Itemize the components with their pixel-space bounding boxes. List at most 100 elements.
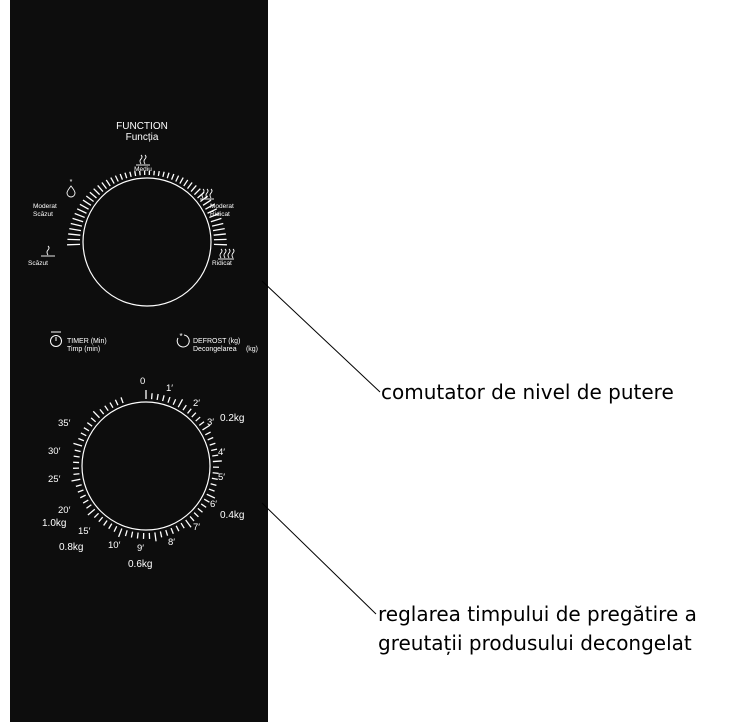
scale-tick [82,499,89,504]
scale-tick [85,195,94,203]
scale-tick [204,431,211,436]
panel-background [10,0,268,722]
minute-label: 0 [140,376,145,387]
defrost-icon: * [176,332,190,348]
timer-label-ro: Timp (min) [67,346,100,353]
scale-tick [207,208,218,214]
power-knob-scale [67,170,227,246]
scale-tick [136,532,139,539]
power-level-labels: Mediu Moderat Ridicat Ridicat Scăzut Mod… [28,166,234,267]
scale-tick [74,212,85,219]
scale-tick [210,483,217,486]
weight-label: 1.0kg [42,518,66,529]
scale-tick [105,179,111,187]
scale-tick [104,405,109,412]
timer-icon [50,331,62,347]
scale-tick [79,494,86,499]
defrost-label-ro: Decongelarea [193,346,237,353]
scale-tick [93,512,100,519]
scale-tick [186,182,193,190]
scale-tick [206,493,216,499]
scale-tick [211,448,218,452]
minute-label: 2′ [193,398,200,409]
heat-high-icon [218,248,235,260]
scale-tick [202,199,212,206]
defrost-label: DEFROST (kg) [193,338,240,345]
defrost-weight-labels: 0.2kg 0.4kg 0.6kg 0.8kg 1.0kg [42,413,244,570]
scale-tick [202,424,211,431]
heat-low-icon [41,245,55,257]
timer-knob-callout-line1: reglarea timpului de pregătire a [378,602,697,626]
minute-label: 25′ [48,474,61,485]
function-subtitle: Funcția [126,132,159,143]
svg-text:*: * [70,179,73,186]
scale-tick [108,523,113,530]
scale-tick [162,171,165,178]
minute-label: 3′ [207,417,214,428]
scale-tick [172,399,177,406]
scale-tick [86,504,92,509]
timer-label: TIMER (Min) [67,338,107,345]
scale-tick [191,412,197,418]
scale-tick [154,532,157,542]
scale-tick [71,478,81,482]
scale-tick [99,408,105,415]
power-switch-leader-line [261,280,381,393]
scale-tick [193,512,199,518]
scale-tick [212,460,222,463]
scale-tick [203,498,210,503]
power-level-low-label: Scăzut [28,260,48,267]
scale-tick [205,203,215,210]
scale-tick [113,525,118,532]
scale-tick [80,432,87,437]
minute-label: 20′ [58,505,71,516]
scale-tick [209,442,216,446]
scale-tick [182,404,187,411]
timer-knob-ring[interactable] [81,401,211,531]
power-level-medium-label: Mediu [134,166,152,173]
scale-tick [197,507,203,513]
scale-tick [159,531,163,538]
scale-tick [170,527,174,534]
power-switch-callout: comutator de nivel de putere [381,380,674,404]
scale-tick [74,449,81,453]
weight-label: 0.4kg [220,510,244,521]
minute-label: 10′ [108,540,121,551]
scale-tick [119,173,124,180]
power-knob-ring[interactable] [82,177,212,307]
scale-tick [120,397,124,404]
scale-tick [211,222,224,227]
scale-tick [210,217,222,223]
power-level-medium-low-label: Moderat [33,203,57,210]
defrost-label-kg: (kg) [246,346,258,353]
timer-knob-callout-line2: greutații produsului decongelat [378,631,692,655]
minute-label: 5′ [218,472,225,483]
scale-tick [89,191,97,199]
timer-knob-leader-line [261,502,377,615]
scale-tick [212,454,219,457]
scale-tick [189,516,195,522]
power-level-medium-high-label2: Ridicat [210,211,230,218]
timer-knob[interactable] [71,390,222,542]
scale-tick [213,233,226,236]
power-knob[interactable] [67,170,227,307]
minute-label: 30′ [48,446,61,457]
weight-label: 0.2kg [220,413,244,424]
defrost-drop-icon: * [66,179,76,198]
scale-tick [93,188,101,196]
minute-label: 1′ [166,383,173,394]
scale-tick [175,175,180,182]
minute-label: 15′ [78,526,91,537]
scale-tick [77,489,84,493]
power-level-medium-low-label2: Scăzut [33,211,53,218]
weight-label: 0.6kg [128,559,152,570]
minute-label: 35′ [58,418,71,429]
scale-tick [130,531,134,538]
scale-tick [156,393,159,401]
function-title: FUNCTION [116,121,168,132]
scale-tick [129,171,132,178]
scale-tick [207,436,214,441]
scale-tick [166,172,170,179]
scale-tick [134,170,137,177]
scale-tick [211,477,218,481]
